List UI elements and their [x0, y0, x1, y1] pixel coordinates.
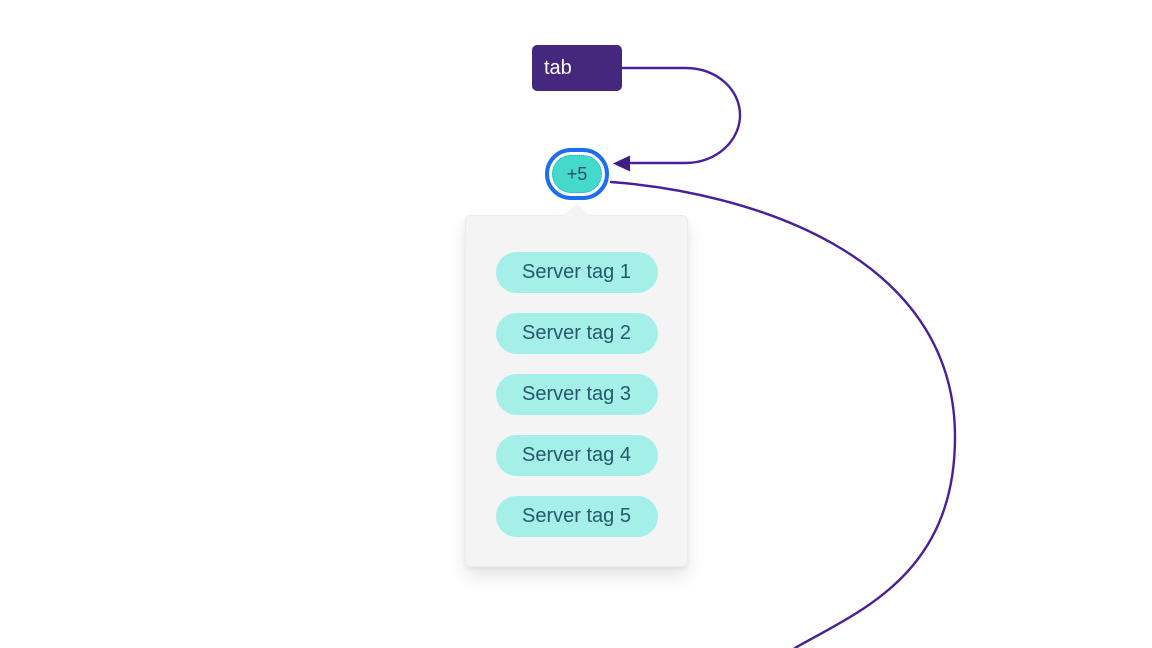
- connector-tab-to-badge: [620, 66, 742, 165]
- server-tag-label: Server tag 1: [522, 261, 631, 283]
- server-tag-label: Server tag 5: [522, 505, 631, 527]
- arrowhead-icon: [613, 155, 630, 172]
- overflow-count-label: +5: [566, 163, 588, 184]
- server-tags-popover: Server tag 1 Server tag 2 Server tag 3 S…: [465, 204, 688, 567]
- tab-node-label: tab: [544, 56, 572, 79]
- server-tag-pill[interactable]: Server tag 1: [495, 252, 658, 293]
- server-tag-pill[interactable]: Server tag 4: [495, 435, 658, 476]
- server-tag-label: Server tag 3: [522, 383, 631, 405]
- tab-node[interactable]: tab: [532, 45, 622, 91]
- server-tag-label: Server tag 2: [522, 322, 631, 344]
- server-tag-pill[interactable]: Server tag 2: [495, 313, 658, 354]
- popover-caret: [562, 204, 591, 216]
- overflow-count-badge-inner: +5: [552, 155, 602, 193]
- server-tag-label: Server tag 4: [522, 444, 631, 466]
- server-tag-pill[interactable]: Server tag 5: [495, 496, 658, 537]
- server-tag-pill[interactable]: Server tag 3: [495, 374, 658, 415]
- overflow-count-badge[interactable]: +5: [545, 148, 609, 200]
